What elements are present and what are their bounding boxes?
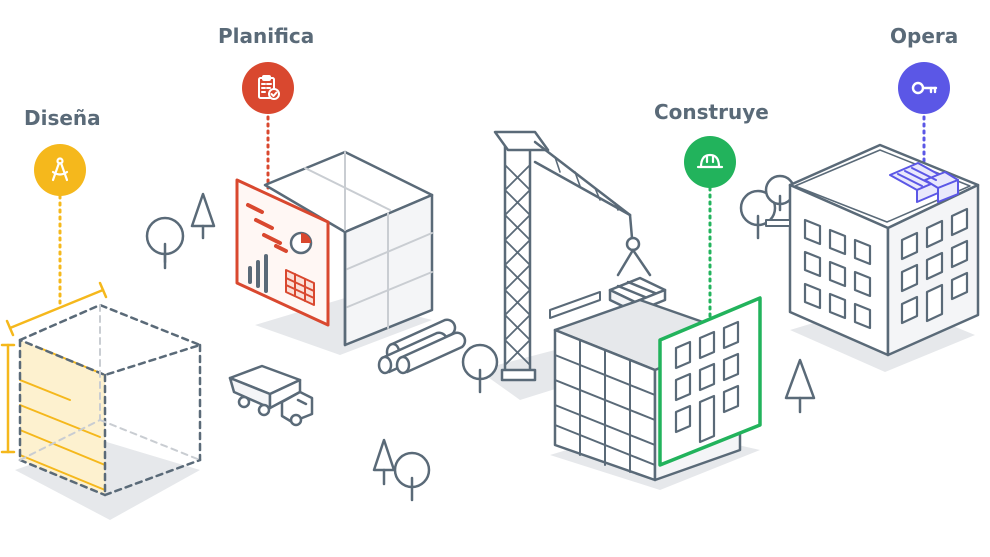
design-wireframe-cube: [0, 281, 202, 497]
stage-label-build: Construye: [654, 100, 769, 124]
pine-tree: [190, 192, 216, 240]
operate-building: [765, 143, 980, 357]
clipboard-check-icon: [258, 75, 280, 100]
tree: [764, 174, 796, 212]
pine-tree: [784, 358, 816, 414]
pipes: [377, 318, 467, 375]
pine-tree: [372, 438, 396, 486]
design-pin: [34, 144, 86, 196]
hard-hat-icon: [696, 153, 724, 169]
table-grid-icon: [285, 269, 315, 306]
build-facade-panel: [658, 296, 762, 467]
stage-label-operate: Opera: [890, 24, 959, 48]
tower-crane: [493, 130, 652, 382]
plan-pin: [242, 62, 294, 114]
dimension-lines: [0, 281, 108, 454]
key-icon: [911, 81, 938, 95]
operate-pin: [898, 62, 950, 114]
tree: [393, 451, 431, 502]
crane-hook: [625, 236, 641, 252]
dump-truck: [228, 364, 314, 427]
build-pin: [684, 136, 736, 188]
stage-label-design: Diseña: [24, 106, 101, 130]
trees: [145, 174, 816, 502]
tree: [145, 216, 185, 270]
tree: [461, 343, 499, 394]
tree: [739, 189, 777, 240]
bar-chart-icon: [248, 254, 268, 293]
compass-icon: [51, 157, 69, 182]
stage-label-plan: Planifica: [218, 24, 315, 48]
plan-glass-cube: [235, 150, 434, 347]
rooftop-hvac-unit: [889, 162, 959, 203]
leader-lines: [58, 115, 926, 320]
